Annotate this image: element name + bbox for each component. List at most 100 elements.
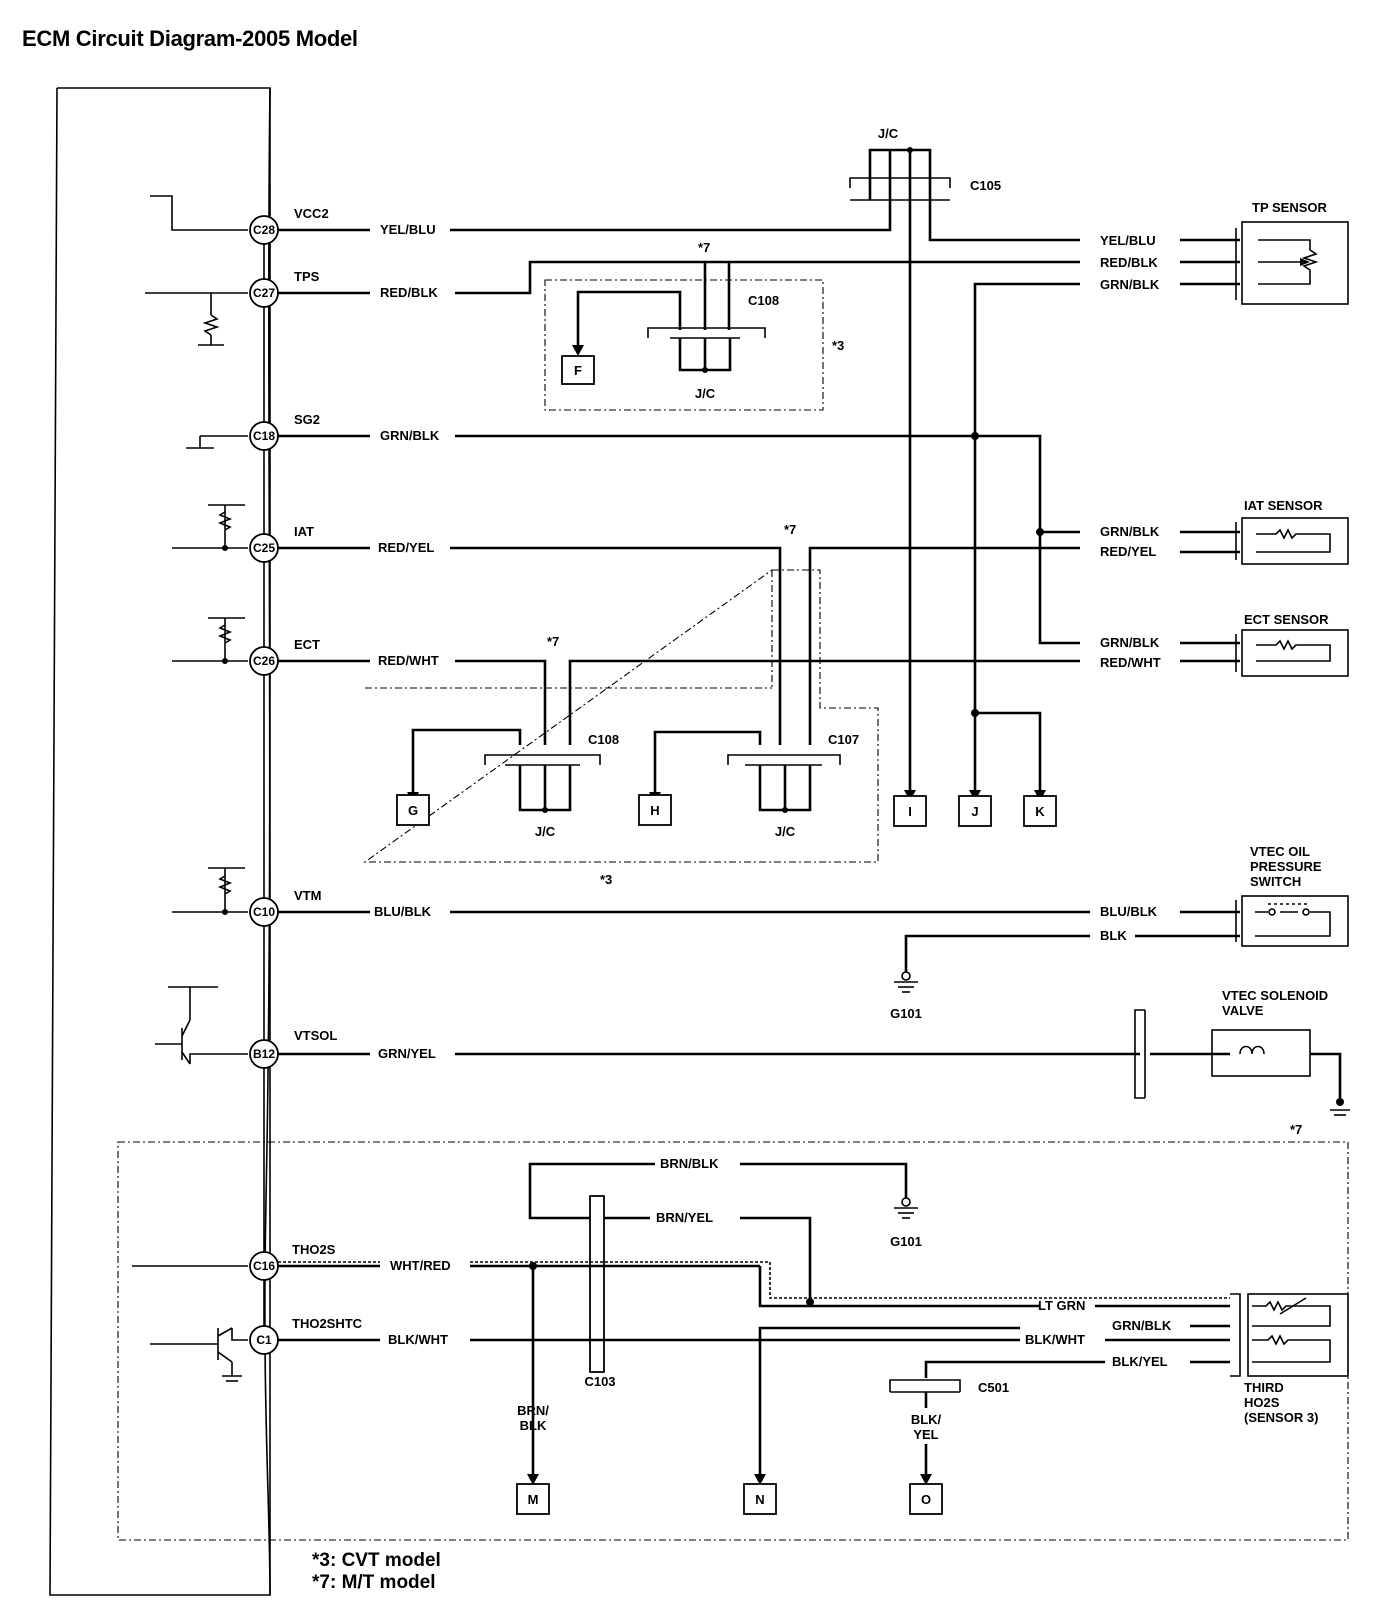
svg-text:VTM: VTM xyxy=(294,888,321,903)
svg-text:BLK/WHT: BLK/WHT xyxy=(388,1332,448,1347)
svg-text:C27: C27 xyxy=(253,286,275,300)
svg-text:IAT SENSOR: IAT SENSOR xyxy=(1244,498,1323,513)
svg-text:*3: CVT model: *3: CVT model xyxy=(312,1550,441,1571)
svg-text:BLK: BLK xyxy=(1100,928,1127,943)
ho2s-wiring: LT GRN GRN/BLK BLK/WHT BLK/YEL C501 BLK/… xyxy=(517,1298,1230,1485)
svg-text:YEL: YEL xyxy=(913,1427,938,1442)
svg-text:LT GRN: LT GRN xyxy=(1038,1298,1085,1313)
svg-text:TP SENSOR: TP SENSOR xyxy=(1252,200,1328,215)
svg-text:THIRD: THIRD xyxy=(1244,1380,1284,1395)
svg-text:GRN/BLK: GRN/BLK xyxy=(1100,635,1160,650)
svg-text:YEL/BLU: YEL/BLU xyxy=(1100,233,1156,248)
svg-text:RED/YEL: RED/YEL xyxy=(1100,544,1156,559)
svg-text:BLK/: BLK/ xyxy=(911,1412,942,1427)
svg-text:C107: C107 xyxy=(828,732,859,747)
svg-text:RED/WHT: RED/WHT xyxy=(1100,655,1161,670)
cvt-box-lower: *3 C108 J/C G C107 J/C H xyxy=(363,569,879,887)
svg-text:GRN/YEL: GRN/YEL xyxy=(378,1046,436,1061)
svg-text:THO2SHTC: THO2SHTC xyxy=(292,1316,363,1331)
svg-text:F: F xyxy=(574,363,582,378)
svg-text:(SENSOR 3): (SENSOR 3) xyxy=(1244,1410,1318,1425)
ecm-outline xyxy=(49,87,271,1596)
svg-text:N: N xyxy=(755,1492,764,1507)
ecm-pin-c16: C16 THO2S WHT/RED xyxy=(132,1242,1230,1485)
svg-text:G101: G101 xyxy=(890,1006,922,1021)
svg-text:SG2: SG2 xyxy=(294,412,320,427)
svg-text:RED/WHT: RED/WHT xyxy=(378,653,439,668)
svg-text:C16: C16 xyxy=(253,1259,275,1273)
svg-text:GRN/BLK: GRN/BLK xyxy=(1100,277,1160,292)
ecm-pin-c18: C18 SG2 GRN/BLK xyxy=(186,412,1080,645)
page-title: ECM Circuit Diagram-2005 Model xyxy=(22,26,358,51)
svg-text:THO2S: THO2S xyxy=(292,1242,336,1257)
svg-text:*7: *7 xyxy=(784,522,796,537)
svg-text:GRN/BLK: GRN/BLK xyxy=(1112,1318,1172,1333)
terminals-ijk: I J K xyxy=(893,709,1057,827)
ect-sensor: ECT SENSOR GRN/BLK RED/WHT xyxy=(1100,612,1349,677)
svg-text:C28: C28 xyxy=(253,223,275,237)
third-ho2s-sensor: THIRD HO2S (SENSOR 3) xyxy=(1230,1293,1349,1425)
svg-text:*7: M/T model: *7: M/T model xyxy=(312,1572,436,1593)
svg-text:YEL/BLU: YEL/BLU xyxy=(380,222,436,237)
svg-text:J/C: J/C xyxy=(535,824,556,839)
svg-text:J: J xyxy=(971,804,978,819)
svg-text:VCC2: VCC2 xyxy=(294,206,329,221)
ecm-pin-b12: B12 VTSOL GRN/YEL xyxy=(155,986,1140,1069)
svg-text:BLK/WHT: BLK/WHT xyxy=(1025,1332,1085,1347)
ecm-pin-c26: C26 ECT RED/WHT *7 xyxy=(172,617,1080,745)
svg-text:BRN/YEL: BRN/YEL xyxy=(656,1210,713,1225)
terminals-mno: M N O xyxy=(516,1483,943,1515)
svg-text:BRN/: BRN/ xyxy=(517,1403,549,1418)
ecm-pin-c25: C25 IAT RED/YEL *7 xyxy=(172,504,1080,745)
svg-text:TPS: TPS xyxy=(294,269,320,284)
svg-text:*3: *3 xyxy=(832,338,844,353)
svg-text:C10: C10 xyxy=(253,905,275,919)
connector-c105: J/C C105 xyxy=(849,126,1080,795)
svg-text:ECT: ECT xyxy=(294,637,320,652)
svg-text:*7: *7 xyxy=(1290,1122,1302,1137)
svg-text:G101: G101 xyxy=(890,1234,922,1249)
svg-text:*7: *7 xyxy=(547,634,559,649)
connector-c103: C103 xyxy=(584,1195,616,1389)
ecm-pin-c1: C1 THO2SHTC BLK/WHT xyxy=(150,1316,1020,1382)
svg-text:J/C: J/C xyxy=(695,386,716,401)
svg-text:BLU/BLK: BLU/BLK xyxy=(374,904,432,919)
svg-text:J/C: J/C xyxy=(775,824,796,839)
brn-wires: BRN/BLK G101 BRN/YEL xyxy=(528,1156,922,1306)
svg-text:PRESSURE: PRESSURE xyxy=(1250,859,1322,874)
svg-text:G: G xyxy=(408,803,418,818)
svg-text:WHT/RED: WHT/RED xyxy=(390,1258,451,1273)
vtec-solenoid-valve: VTEC SOLENOID VALVE xyxy=(1134,988,1350,1116)
svg-text:VTSOL: VTSOL xyxy=(294,1028,337,1043)
svg-text:I: I xyxy=(908,804,912,819)
svg-text:C108: C108 xyxy=(748,293,779,308)
svg-text:BLK/YEL: BLK/YEL xyxy=(1112,1354,1168,1369)
svg-text:GRN/BLK: GRN/BLK xyxy=(1100,524,1160,539)
svg-text:C1: C1 xyxy=(256,1333,272,1347)
legend: *3: CVT model *7: M/T model xyxy=(312,1550,441,1593)
svg-text:SWITCH: SWITCH xyxy=(1250,874,1301,889)
svg-text:*3: *3 xyxy=(600,872,612,887)
svg-text:BLK: BLK xyxy=(520,1418,547,1433)
svg-text:C105: C105 xyxy=(970,178,1001,193)
svg-text:C103: C103 xyxy=(584,1374,615,1389)
svg-text:BLU/BLK: BLU/BLK xyxy=(1100,904,1158,919)
svg-text:*7: *7 xyxy=(698,240,710,255)
svg-text:H: H xyxy=(650,803,659,818)
svg-text:VTEC OIL: VTEC OIL xyxy=(1250,844,1310,859)
svg-text:RED/YEL: RED/YEL xyxy=(378,540,434,555)
svg-text:IAT: IAT xyxy=(294,524,314,539)
ecm-pin-c27: C27 TPS RED/BLK xyxy=(145,260,1080,346)
svg-text:RED/BLK: RED/BLK xyxy=(380,285,438,300)
svg-text:K: K xyxy=(1035,804,1045,819)
svg-text:C18: C18 xyxy=(253,429,275,443)
svg-text:RED/BLK: RED/BLK xyxy=(1100,255,1158,270)
svg-text:GRN/BLK: GRN/BLK xyxy=(380,428,440,443)
tp-sensor: TP SENSOR YEL/BLU RED/BLK GRN/BLK xyxy=(973,200,1349,805)
cvt-box-upper: *7 *3 C108 J/C F xyxy=(544,240,844,411)
ecm-pin-c28: C28 VCC2 YEL/BLU xyxy=(150,195,892,245)
svg-text:VTEC SOLENOID: VTEC SOLENOID xyxy=(1222,988,1328,1003)
svg-text:C108: C108 xyxy=(588,732,619,747)
svg-text:C25: C25 xyxy=(253,541,275,555)
